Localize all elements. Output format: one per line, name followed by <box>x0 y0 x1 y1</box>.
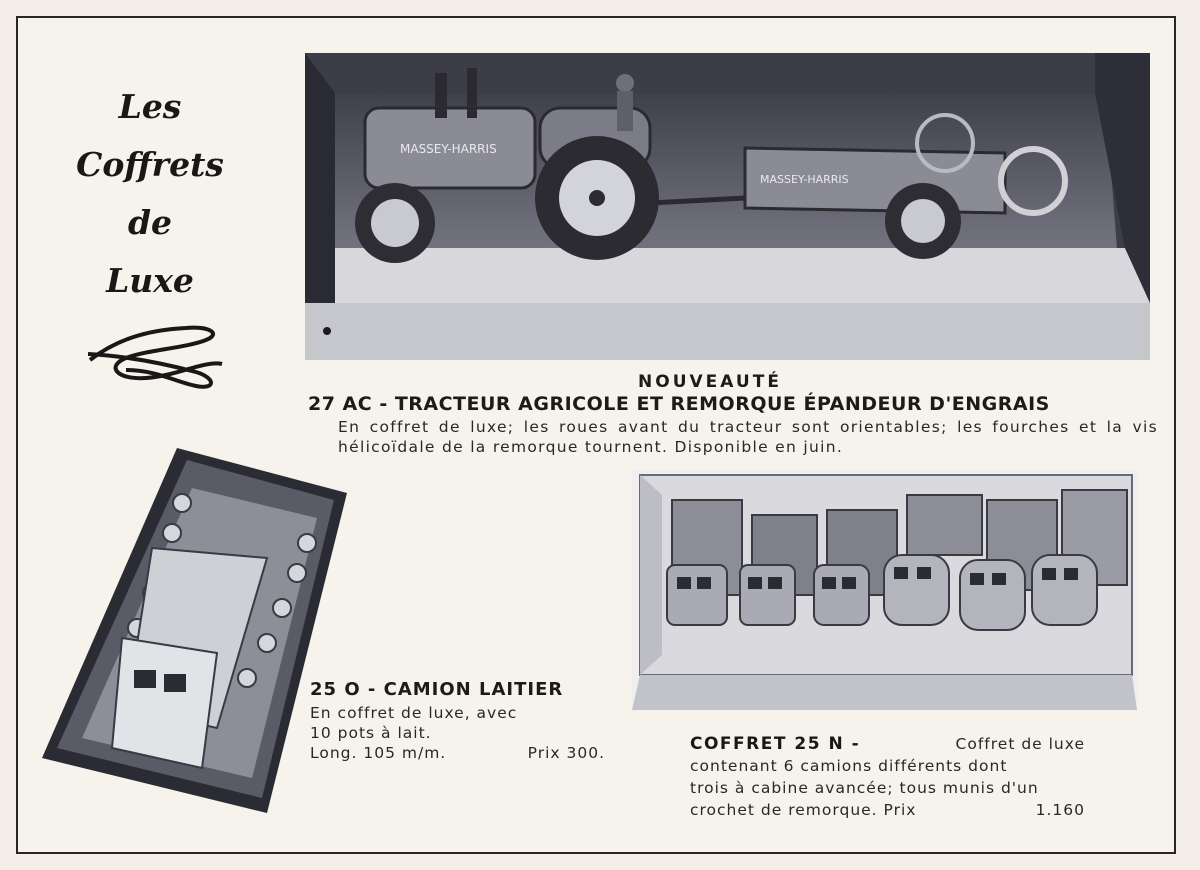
flourish-ornament <box>87 325 223 389</box>
heading-line: Luxe <box>106 261 194 300</box>
item-25n-line: contenant 6 camions différents dont <box>690 757 1008 775</box>
page-heading: Les Coffrets de Luxe <box>60 78 240 310</box>
item-25o-price: Prix 300. <box>527 744 605 762</box>
item-25n-price: 1.160 <box>1035 801 1085 819</box>
item-25o-title: 25 O - CAMION LAITIER <box>310 679 564 700</box>
item-25n-line: crochet de remorque. Prix <box>690 801 917 819</box>
item-25o-line: 10 pots à lait. <box>310 724 432 742</box>
item-27ac-title: 27 AC - TRACTEUR AGRICOLE ET REMORQUE ÉP… <box>308 393 1050 415</box>
tractor-box-photo: MASSEY-HARRIS MASSEY-HARRIS <box>305 53 1150 360</box>
heading-line: de <box>127 203 173 242</box>
item-25o-description: En coffret de luxe, avec 10 pots à lait.… <box>310 703 610 763</box>
novelty-badge: NOUVEAUTÉ <box>638 372 782 392</box>
milk-truck-box-photo <box>42 448 352 818</box>
trailer-decal: MASSEY-HARRIS <box>760 173 849 186</box>
heading-line: Les <box>118 87 182 126</box>
item-25n-title: COFFRET 25 N - <box>690 734 861 754</box>
heading-line: Coffrets <box>76 145 224 184</box>
item-27ac-description: En coffret de luxe; les roues avant du t… <box>338 418 1158 456</box>
item-25o-line: En coffret de luxe, avec <box>310 704 518 722</box>
tractor-decal: MASSEY-HARRIS <box>400 142 497 156</box>
trucks-box-photo <box>632 465 1142 715</box>
item-25n-description: COFFRET 25 N - Coffret de luxe contenant… <box>690 733 1090 821</box>
item-25n-line: Coffret de luxe <box>955 735 1085 753</box>
item-25n-line: trois à cabine avancée; tous munis d'un <box>690 779 1039 797</box>
item-25o-length: Long. 105 m/m. <box>310 744 447 762</box>
